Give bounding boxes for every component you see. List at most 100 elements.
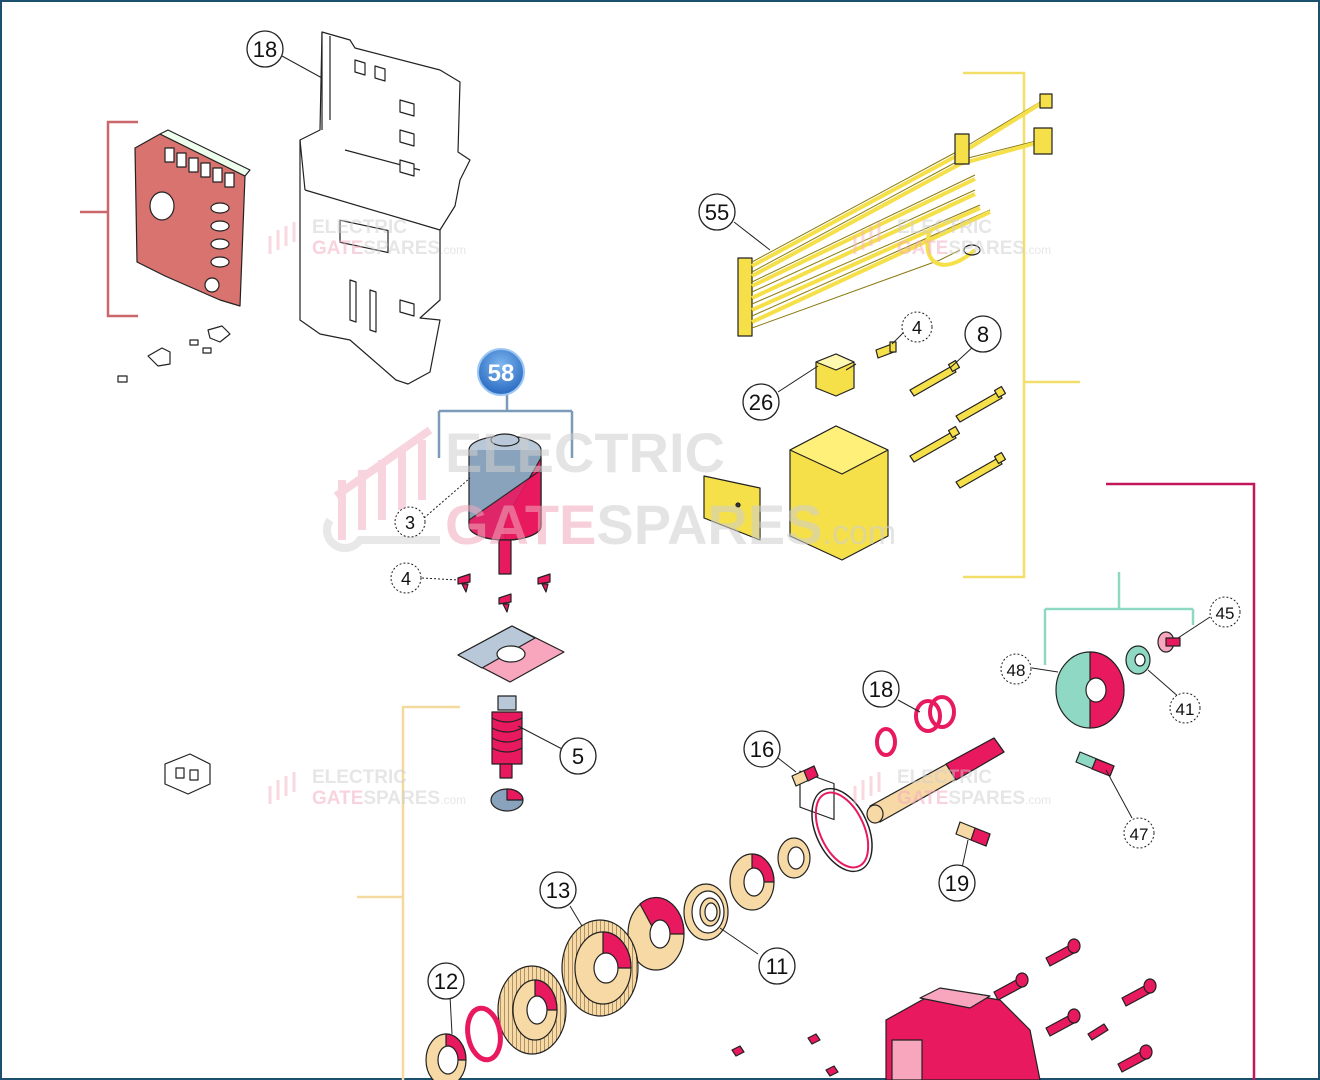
part-motor-3 — [468, 433, 542, 575]
callout-18-mid[interactable]: 18 — [862, 670, 900, 708]
part-connector-block — [164, 753, 211, 795]
callout-16[interactable]: 16 — [743, 730, 781, 768]
callout-45[interactable]: 45 — [1209, 596, 1241, 628]
callout-11[interactable]: 11 — [758, 947, 796, 985]
callout-19-label: 19 — [945, 871, 969, 896]
part-screw-45 — [1157, 631, 1181, 653]
callout-18-mid-label: 18 — [869, 677, 893, 702]
part-screws-4-mid — [457, 573, 551, 613]
part-gear-12 — [497, 965, 567, 1055]
part-bearing-11 — [683, 883, 729, 941]
part-gearbox-housing — [885, 987, 1041, 1080]
callout-13-label: 13 — [546, 878, 570, 903]
callout-18-top[interactable]: 18 — [246, 30, 284, 68]
callouts: 58 18 55 4 8 26 3 4 — [246, 30, 1241, 1000]
callout-55[interactable]: 55 — [698, 193, 736, 231]
watermark-line2-gate: GATE — [445, 493, 596, 556]
callout-11-label: 11 — [766, 954, 789, 979]
watermark-line2-spares: SPARES — [596, 493, 822, 556]
callout-4-mid-label: 4 — [401, 569, 411, 589]
watermark-small-4-line1: ELECTRIC — [897, 767, 992, 788]
part-transformer — [703, 425, 889, 821]
watermark-line2-suffix: .com — [823, 514, 897, 552]
watermark-small-4-line2: GATESPARES.com — [897, 788, 1051, 809]
parts — [117, 31, 1181, 1080]
bracket-teal — [1043, 572, 1195, 665]
callout-5-label: 5 — [572, 744, 584, 769]
callout-4-top-label: 4 — [912, 318, 922, 338]
watermark-small-2-line1: ELECTRIC — [897, 217, 992, 238]
watermark-small-2: ELECTRIC GATESPARES.com — [853, 217, 1051, 259]
callout-8-label: 8 — [977, 322, 989, 347]
callout-13[interactable]: 13 — [539, 871, 577, 909]
watermark-small-3-line1: ELECTRIC — [312, 767, 407, 788]
callout-58-label: 58 — [488, 360, 515, 387]
callout-4-mid[interactable]: 4 — [390, 562, 422, 594]
part-shaft — [866, 737, 1005, 824]
bracket-magenta — [1106, 482, 1256, 1080]
watermark-small-1-line1: ELECTRIC — [312, 217, 407, 238]
part-key-16 — [791, 765, 819, 787]
watermark-small-4: ELECTRIC GATESPARES.com — [853, 767, 1051, 809]
group-brackets — [80, 71, 1256, 1080]
callout-3-label: 3 — [405, 513, 415, 533]
callout-47-label: 47 — [1130, 825, 1149, 844]
callout-26-label: 26 — [749, 390, 773, 415]
callout-5[interactable]: 5 — [559, 737, 597, 775]
callout-3[interactable]: 3 — [394, 506, 426, 538]
watermark-small-1-line2: GATESPARES.com — [312, 238, 466, 259]
callout-12[interactable]: 12 — [427, 962, 465, 1000]
part-capacitor-26 — [815, 353, 857, 397]
callout-45-label: 45 — [1216, 604, 1235, 623]
part-bearing-ring — [729, 853, 775, 911]
part-gear-48 — [1055, 651, 1125, 729]
callout-12-label: 12 — [434, 969, 458, 994]
bracket-red — [80, 120, 138, 318]
watermark-small-2-line2: GATESPARES.com — [897, 238, 1051, 259]
part-large-oring — [811, 787, 873, 873]
part-worm-5 — [490, 695, 524, 812]
callout-26[interactable]: 26 — [742, 383, 780, 421]
callout-48-label: 48 — [1007, 661, 1026, 680]
callout-19[interactable]: 19 — [938, 864, 976, 902]
bracket-cream — [357, 705, 460, 1080]
watermark-large: ELECTRIC GATESPARES.com — [322, 421, 896, 556]
part-washer-41 — [1125, 645, 1151, 675]
watermark-small-3-line2: GATESPARES.com — [312, 788, 466, 809]
callout-4-top[interactable]: 4 — [901, 311, 933, 343]
part-bearing-bottom — [425, 1033, 467, 1080]
part-seal-small — [777, 837, 811, 879]
part-pin-19 — [955, 821, 991, 847]
callout-41[interactable]: 41 — [1169, 692, 1201, 724]
part-gearbox-bolts — [731, 938, 1157, 1077]
part-control-board — [134, 129, 251, 307]
callout-41-label: 41 — [1176, 700, 1195, 719]
callout-47[interactable]: 47 — [1123, 817, 1155, 849]
part-pin-47 — [1075, 751, 1115, 777]
part-orings-18 — [875, 695, 956, 757]
part-long-screws-8 — [909, 359, 1007, 489]
part-board-fixings — [117, 325, 231, 383]
callout-16-label: 16 — [750, 737, 774, 762]
part-housing-18 — [299, 31, 471, 385]
part-gear-disc — [627, 897, 685, 971]
watermark-logo-icon — [333, 426, 433, 540]
watermark-small-1: ELECTRIC GATESPARES.com — [268, 217, 466, 259]
callout-48[interactable]: 48 — [1000, 653, 1032, 685]
callout-18-top-label: 18 — [253, 37, 277, 62]
part-gear-13 — [561, 919, 639, 1017]
part-ring-12 — [465, 1005, 503, 1063]
bracket-blue — [437, 392, 574, 458]
watermark-line1: ELECTRIC — [445, 421, 725, 484]
callout-8[interactable]: 8 — [964, 315, 1002, 353]
bracket-yellow — [963, 71, 1080, 579]
part-screw-4-top — [875, 341, 897, 359]
leader-lines — [281, 55, 1211, 1035]
callout-58-badge[interactable]: 58 — [477, 348, 525, 396]
watermark-small-3: ELECTRIC GATESPARES.com — [268, 767, 466, 809]
part-wire-harness-55 — [737, 93, 1053, 337]
callout-55-label: 55 — [705, 200, 729, 225]
watermark-line2: GATESPARES.com — [445, 493, 896, 556]
